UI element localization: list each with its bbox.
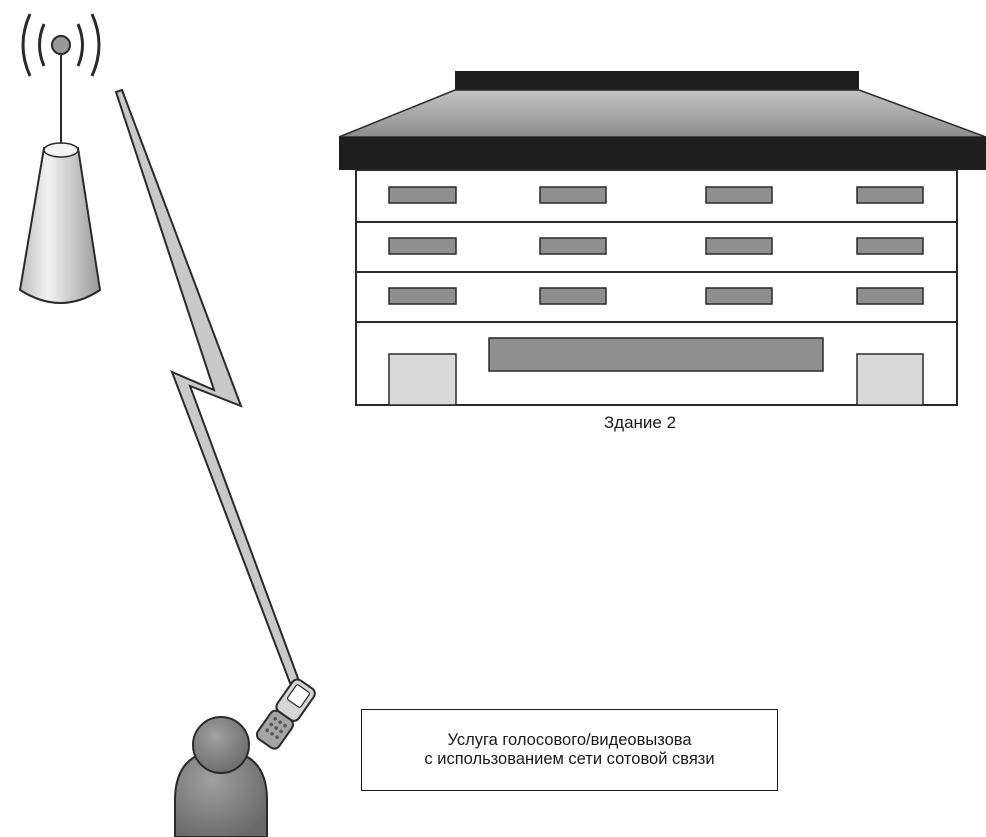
signal-waves-left	[23, 14, 30, 76]
door-left	[389, 354, 456, 405]
building-label: Здание 2	[560, 413, 720, 433]
person-icon	[175, 717, 267, 837]
service-line-2: с использованием сети сотовой связи	[424, 750, 714, 769]
signal-waves-right	[92, 14, 99, 76]
service-description-box: Услуга голосового/видеовызова с использо…	[361, 709, 778, 791]
mobile-phone-icon	[255, 677, 318, 751]
wireless-link-icon	[116, 90, 299, 683]
building-icon	[339, 71, 986, 405]
cell-tower-icon	[20, 14, 100, 303]
service-line-1: Услуга голосового/видеовызова	[447, 731, 691, 750]
door-right	[857, 354, 923, 405]
